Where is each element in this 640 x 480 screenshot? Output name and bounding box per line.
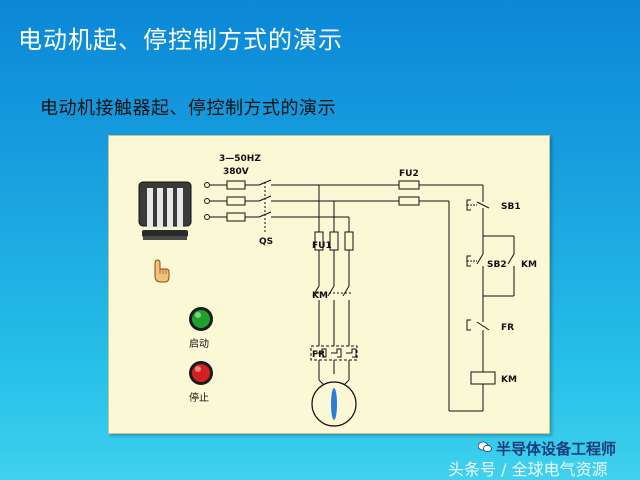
motor-illustration bbox=[138, 181, 192, 240]
watermark-source: 头条号 / 全球电气资源 bbox=[448, 460, 608, 479]
sb1-label: SB1 bbox=[501, 202, 521, 212]
km-main-label: KM bbox=[312, 291, 328, 301]
circuit-panel: 启动 停止 3—50HZ 380V bbox=[108, 135, 550, 434]
voltage-label: 380V bbox=[223, 167, 249, 177]
wechat-icon bbox=[478, 441, 492, 453]
control-bus bbox=[319, 180, 483, 412]
hand-pointer-icon bbox=[154, 259, 170, 283]
fr-nc-label: FR bbox=[501, 323, 514, 333]
sb2-label: SB2 bbox=[487, 260, 507, 270]
fu2-label: FU2 bbox=[399, 169, 419, 179]
supply-label: 3—50HZ bbox=[219, 154, 261, 164]
km-aux-label: KM bbox=[521, 260, 537, 270]
page-subtitle: 电动机接触器起、停控制方式的演示 bbox=[40, 98, 336, 119]
qs-switch[interactable] bbox=[258, 179, 349, 234]
watermark-account: 半导体设备工程师 bbox=[496, 440, 617, 458]
qs-label: QS bbox=[259, 237, 273, 247]
page-title: 电动机起、停控制方式的演示 bbox=[18, 26, 343, 54]
motor-symbol bbox=[311, 381, 357, 427]
fu1-label: FU1 bbox=[312, 241, 332, 251]
start-button[interactable] bbox=[189, 307, 213, 331]
fr-main-label: FR bbox=[312, 350, 325, 360]
main-circuit bbox=[310, 185, 358, 387]
km-coil-label: KM bbox=[501, 375, 517, 385]
control-circuit bbox=[466, 185, 515, 411]
supply-lines bbox=[204, 180, 259, 222]
stop-button-label: 停止 bbox=[189, 391, 209, 404]
circuit-diagram: 启动 停止 3—50HZ 380V bbox=[138, 154, 537, 427]
stop-button[interactable] bbox=[189, 361, 213, 385]
start-button-label: 启动 bbox=[189, 337, 209, 350]
